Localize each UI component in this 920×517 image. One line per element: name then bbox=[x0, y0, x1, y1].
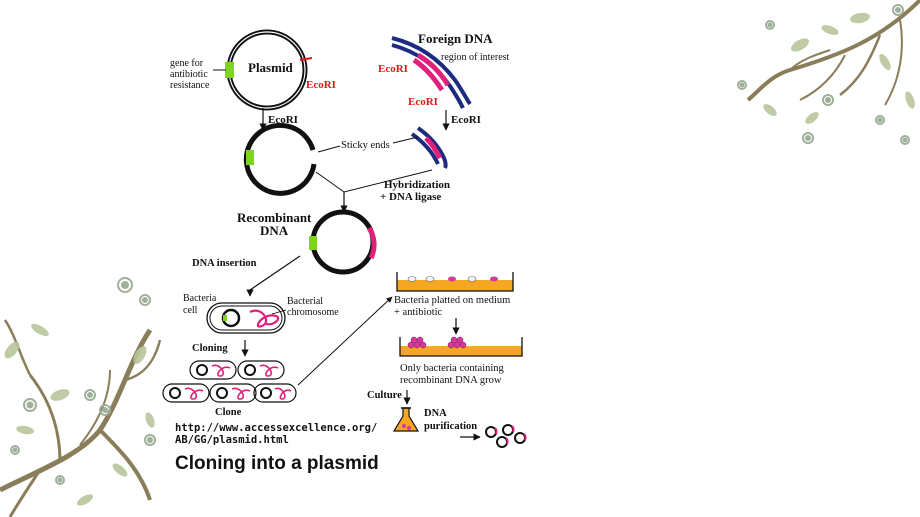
ecori-step-right: EcoRI bbox=[451, 114, 481, 126]
foreign-ecori-left-label: EcoRI bbox=[378, 63, 408, 75]
culture-label: Culture bbox=[367, 390, 402, 401]
bacteria-cell bbox=[206, 302, 286, 334]
source-url-line2: AB/GG/plasmid.html bbox=[175, 434, 289, 446]
foreign-dna-title: Foreign DNA bbox=[418, 31, 493, 46]
cut-plasmid bbox=[243, 122, 317, 196]
cloning-label: Cloning bbox=[192, 343, 228, 354]
dna-purification-line1: DNA bbox=[424, 408, 447, 419]
decorative-branch-top-right bbox=[746, 0, 920, 106]
only-bacteria-label-line1: Only bacteria containing bbox=[400, 363, 505, 374]
plasmid-title: Plasmid bbox=[248, 60, 294, 75]
plasmid bbox=[225, 29, 313, 111]
ecori-step-left: EcoRI bbox=[268, 114, 298, 126]
foreign-dna bbox=[391, 36, 472, 109]
purified-plasmids bbox=[485, 424, 527, 448]
clone-cell bbox=[209, 383, 257, 403]
bacteria-cell-label-line1: Bacteria bbox=[183, 293, 217, 304]
dna-purification-line2: purification bbox=[424, 421, 477, 432]
bacterial-chromosome-label-line1: Bacterial bbox=[287, 296, 323, 307]
recombinant-label-line1: Recombinant bbox=[237, 210, 312, 225]
decorative-branch-bottom-left bbox=[0, 319, 162, 517]
decorative-flowers-top-right bbox=[737, 4, 910, 145]
region-of-interest-label: region of interest bbox=[441, 52, 510, 63]
source-url-line1: http://www.accessexcellence.org/ bbox=[175, 422, 377, 434]
foreign-ecori-bottom-label: EcoRI bbox=[408, 96, 438, 108]
clone-cell bbox=[253, 383, 297, 403]
plated-label-line1: Bacteria platted on medium bbox=[394, 295, 510, 306]
clone-cells bbox=[162, 360, 297, 403]
dna-ligase-label: + DNA ligase bbox=[380, 191, 441, 203]
clone-cell bbox=[189, 360, 237, 380]
dna-insertion-label: DNA insertion bbox=[192, 258, 257, 269]
clone-cell bbox=[162, 383, 210, 403]
bacterial-chromosome-label-line2: chromosome bbox=[287, 307, 339, 318]
petri-plate-initial bbox=[396, 272, 514, 292]
plated-label-line2: + antibiotic bbox=[394, 307, 443, 318]
gene-label-line1: gene for bbox=[170, 58, 204, 69]
bacteria-cell-label-line2: cell bbox=[183, 305, 198, 316]
gene-label-line2: antibiotic bbox=[170, 69, 208, 80]
plasmid-ecori-label: EcoRI bbox=[306, 79, 336, 91]
recombinant-label-line2: DNA bbox=[260, 223, 289, 238]
culture-flask bbox=[392, 407, 420, 432]
slide-caption: Cloning into a plasmid bbox=[175, 453, 379, 474]
recombinant-plasmid bbox=[309, 209, 377, 275]
antibiotic-resistance-gene bbox=[225, 62, 234, 78]
clone-cell bbox=[237, 360, 285, 380]
only-bacteria-label-line2: recombinant DNA grow bbox=[400, 375, 502, 386]
sticky-ends-label: Sticky ends bbox=[341, 140, 390, 151]
decorative-leaves-top-right bbox=[763, 12, 915, 124]
gene-label-line3: resistance bbox=[170, 80, 210, 91]
decorative-flowers-bottom-left bbox=[10, 277, 156, 485]
decorative-leaves-bottom-left bbox=[4, 323, 155, 506]
hybridization-label: Hybridization bbox=[384, 179, 450, 191]
petri-plate-selected bbox=[399, 336, 523, 357]
clone-label: Clone bbox=[215, 407, 242, 418]
foreign-fragment bbox=[410, 126, 448, 169]
